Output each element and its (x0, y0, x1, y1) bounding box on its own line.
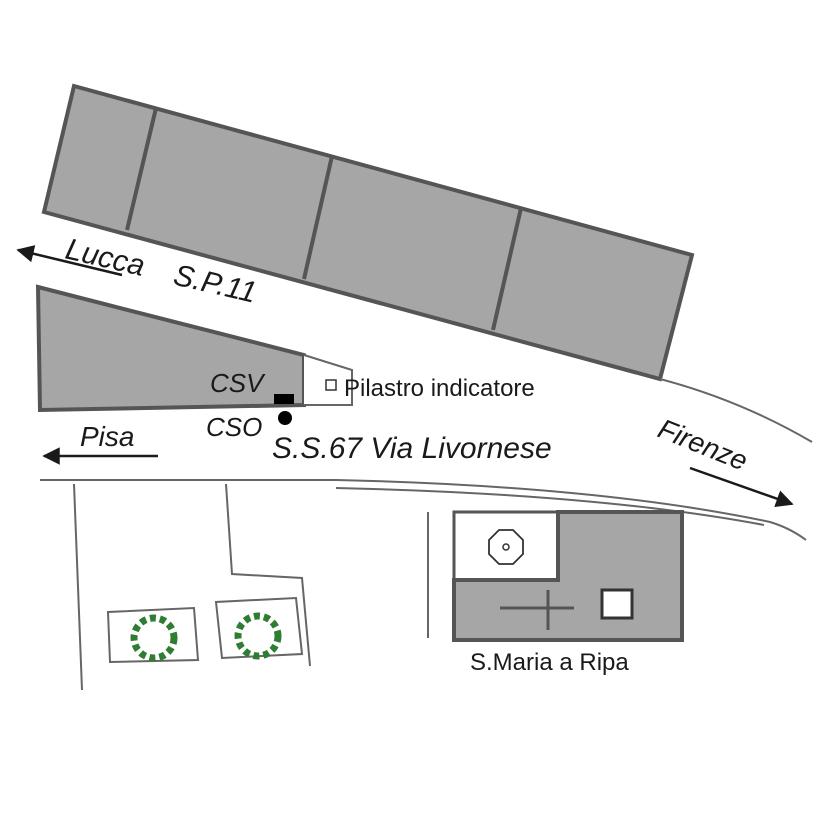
label-firenze: Firenze (654, 413, 752, 477)
parcel-divider (125, 107, 158, 231)
tree-icon (130, 614, 178, 662)
label-csv: CSV (210, 368, 266, 398)
arrow-icon (16, 245, 123, 277)
cso-marker (278, 411, 292, 425)
parcel-divider (302, 155, 334, 280)
pilastro-marker (325, 379, 337, 391)
square-marker (600, 588, 634, 620)
parcel-divider (491, 207, 523, 331)
road-edge-north (659, 378, 813, 443)
csv-marker (274, 394, 294, 404)
arrow-icon (689, 466, 794, 508)
label-pisa: Pisa (80, 421, 134, 452)
label-cso: CSO (206, 412, 262, 442)
sidewalk-edge (335, 487, 765, 526)
lower-left-plots (73, 483, 311, 691)
octagon-center (502, 543, 510, 551)
label-pilastro: Pilastro indicatore (344, 375, 535, 402)
label-ss67: S.S.67 Via Livornese (272, 432, 552, 465)
wedge-block (35, 284, 353, 413)
label-santa-maria: S.Maria a Ripa (470, 649, 629, 676)
label-lucca: Lucca (62, 233, 147, 283)
santa-maria-complex (427, 510, 684, 642)
octagon-marker-icon (488, 529, 524, 565)
tree-icon (234, 612, 282, 660)
road-edge-south (40, 479, 807, 541)
